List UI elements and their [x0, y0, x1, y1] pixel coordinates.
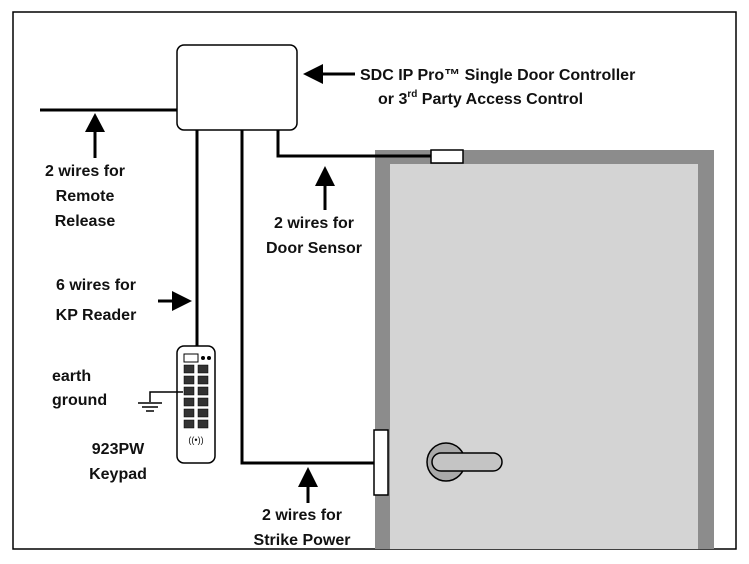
kp-reader-arrow-head — [172, 291, 192, 311]
strike-power-label: 2 wires for Strike Power — [254, 507, 351, 549]
remote-release-label: 2 wires for Remote Release — [45, 163, 125, 230]
strike-power-label-line: 2 wires for — [262, 507, 342, 524]
earth-ground-label: earth ground — [52, 368, 107, 409]
keypad-device: ((•)) — [176, 345, 216, 464]
keypad-display — [183, 353, 199, 363]
controller-arrow-head — [303, 64, 323, 84]
kp-reader-label: 6 wires for KP Reader — [56, 277, 137, 324]
controller-label-prefix: or 3 — [378, 91, 407, 108]
keypad-key — [183, 375, 195, 385]
keypad-key — [183, 397, 195, 407]
keypad-label-line: 923PW — [92, 441, 145, 458]
keypad-keys — [183, 364, 209, 429]
door-panel — [390, 164, 698, 549]
remote-release-arrow-head — [85, 113, 105, 132]
keypad-key — [183, 408, 195, 418]
earth-ground — [138, 391, 183, 412]
door-sensor-wire — [276, 130, 432, 158]
door-strike — [373, 429, 389, 496]
keypad-body — [176, 345, 216, 464]
keypad-key — [197, 386, 209, 396]
door-handle-lever — [431, 452, 503, 472]
arrows — [85, 64, 355, 503]
keypad-key — [197, 408, 209, 418]
remote-release-label-line: Release — [55, 213, 116, 230]
earth-ground-label-line: earth — [52, 368, 91, 385]
wires — [40, 108, 432, 465]
controller-label-line2: or 3rd Party Access Control — [378, 89, 583, 108]
keypad-label: 923PW Keypad — [89, 441, 147, 483]
rfid-icon: ((•)) — [188, 435, 203, 445]
controller-label: SDC IP Pro™ Single Door Controller or 3r… — [360, 67, 635, 108]
keypad-label-line: Keypad — [89, 466, 147, 483]
door-sensor-arrow-head — [315, 166, 335, 186]
ground-wire — [149, 391, 183, 402]
keypad-key — [197, 364, 209, 374]
door-sensor-label-line: Door Sensor — [266, 240, 362, 257]
door-sensor-label-line: 2 wires for — [274, 215, 354, 232]
controller-box — [176, 44, 298, 131]
keypad-key — [183, 364, 195, 374]
keypad-key — [197, 419, 209, 429]
keypad-key — [197, 397, 209, 407]
door-sensor — [430, 149, 464, 164]
earth-ground-label-line: ground — [52, 392, 107, 409]
door — [375, 150, 714, 549]
controller-label-sup: rd — [407, 89, 417, 100]
keypad-led-icon — [201, 356, 205, 360]
keypad-key — [183, 386, 195, 396]
strike-power-arrow-head — [298, 467, 318, 487]
strike-power-label-line: Strike Power — [254, 532, 351, 549]
strike-power-wire — [240, 130, 374, 465]
keypad-led-icon — [207, 356, 211, 360]
door-sensor-label: 2 wires for Door Sensor — [266, 215, 362, 257]
controller-label-suffix: Party Access Control — [417, 91, 583, 108]
remote-release-label-line: Remote — [56, 188, 115, 205]
kp-reader-label-line: 6 wires for — [56, 277, 136, 294]
door-handle — [426, 442, 503, 482]
remote-release-label-line: 2 wires for — [45, 163, 125, 180]
keypad-key — [183, 419, 195, 429]
kp-reader-label-line: KP Reader — [56, 307, 137, 324]
controller-label-line1: SDC IP Pro™ Single Door Controller — [360, 67, 635, 84]
keypad-key — [197, 375, 209, 385]
